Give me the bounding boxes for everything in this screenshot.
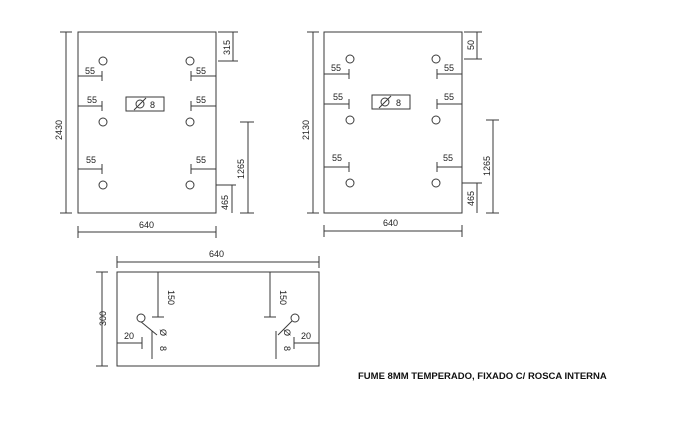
panel-a-hole-top-right — [185, 56, 195, 66]
panel-c-diameter-symbol: Ø — [158, 329, 168, 336]
panel-b-top-label: 50 — [466, 40, 476, 50]
panel-a-hole-bottom-left — [98, 180, 108, 190]
panel-a-spacing-label: 1265 — [236, 159, 246, 179]
material-note: FUME 8MM TEMPERADO, FIXADO C/ ROSCA INTE… — [358, 371, 607, 382]
panel-b-spacing-dim — [486, 119, 499, 214]
panel-b-bottom-label: 465 — [466, 191, 476, 206]
panel-c-hole-right — [290, 313, 300, 323]
panel-a-bottom-label: 465 — [220, 195, 230, 210]
panel-c-height-label: 300 — [98, 311, 108, 326]
panel-a-edge-label: 55 — [85, 66, 95, 76]
panel-b-height-dim — [307, 31, 319, 214]
panel-a-hole-bottom-right — [185, 180, 195, 190]
panel-a-height-dim — [60, 31, 72, 214]
panel-b-hole-top-right — [431, 54, 441, 64]
panel-b-edge-markers — [324, 69, 462, 172]
panel-a-diameter-label: 8 — [150, 100, 155, 110]
panel-a-edge-label: 55 — [196, 155, 206, 165]
panel-c-depth-label: 150 — [166, 290, 176, 305]
panel-a-hole-mid-left — [98, 117, 108, 127]
panel-a-edge-label: 55 — [196, 66, 206, 76]
panel-b-edge-label: 55 — [332, 153, 342, 163]
panel-a-width-label: 640 — [139, 220, 154, 230]
panel-c-diameter-label: 8 — [282, 346, 292, 351]
panel-b-edge-label: 55 — [444, 63, 454, 73]
panel-b-diameter-box — [371, 94, 411, 110]
panel-c-offset-label: 20 — [301, 331, 311, 341]
panel-b-hole-mid-left — [345, 115, 355, 125]
panel-b-spacing-label: 1265 — [482, 156, 492, 176]
panel-b-hole-mid-right — [431, 115, 441, 125]
panel-b-edge-label: 55 — [444, 92, 454, 102]
panel-c-outline — [116, 271, 320, 367]
panel-c-height-dim — [96, 271, 108, 367]
panel-a-edge-markers — [78, 71, 216, 174]
diameter-icon — [380, 97, 390, 107]
panel-a-edge-label: 55 — [196, 95, 206, 105]
panel-a-bottom-dim — [216, 184, 236, 213]
panel-c-diameter-label: 8 — [158, 346, 168, 351]
panel-b-diameter-label: 8 — [396, 98, 401, 108]
panel-b-hole-bottom-left — [345, 178, 355, 188]
panel-b-width-label: 640 — [383, 218, 398, 228]
panel-a: 55 55 55 55 55 55 8 2430 640 315 — [54, 31, 254, 238]
panel-c-hole-left — [136, 313, 146, 323]
panel-b: 55 55 55 55 55 55 8 2130 640 50 1265 — [301, 31, 499, 237]
panel-c-right-hole-dims — [264, 272, 319, 359]
panel-c-depth-label: 150 — [278, 290, 288, 305]
panel-c-width-label: 640 — [209, 249, 224, 259]
panel-a-spacing-dim — [240, 121, 254, 214]
panel-a-top-dim — [218, 31, 238, 62]
panel-a-hole-mid-right — [185, 117, 195, 127]
panel-c-width-dim — [116, 256, 320, 268]
panel-a-edge-label: 55 — [87, 95, 97, 105]
panel-c-diameter-symbol: Ø — [282, 329, 292, 336]
panel-b-outline — [323, 31, 463, 214]
panel-b-hole-top-left — [345, 54, 355, 64]
panel-c-offset-label: 20 — [124, 331, 134, 341]
panel-b-edge-label: 55 — [333, 92, 343, 102]
panel-b-bottom-dim — [462, 182, 482, 213]
panel-a-diameter-box — [125, 96, 165, 112]
panel-b-height-label: 2130 — [301, 120, 311, 140]
panel-b-edge-label: 55 — [443, 153, 453, 163]
panel-a-hole-top-left — [98, 56, 108, 66]
panel-b-edge-label: 55 — [331, 63, 341, 73]
panel-b-width-dim — [323, 225, 463, 237]
panel-c: 640 300 150 20 Ø 8 150 — [96, 249, 320, 367]
diameter-icon — [135, 99, 145, 109]
panel-a-height-label: 2430 — [54, 120, 64, 140]
panel-a-edge-label: 55 — [86, 155, 96, 165]
panel-c-left-hole-dims — [117, 272, 164, 359]
panel-b-top-dim — [464, 31, 482, 60]
panel-a-top-label: 315 — [222, 40, 232, 55]
panel-a-outline — [77, 31, 217, 214]
panel-b-hole-bottom-right — [431, 178, 441, 188]
panel-a-width-dim — [77, 226, 217, 238]
